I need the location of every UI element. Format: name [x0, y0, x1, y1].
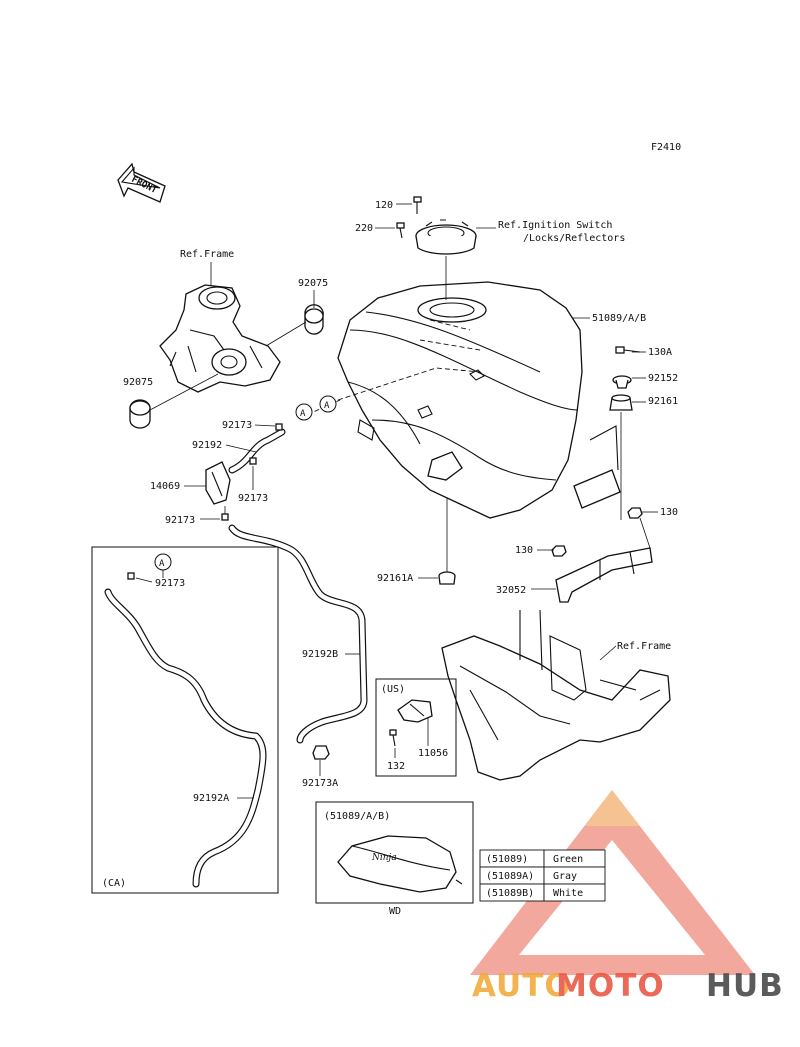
part-label-92161: 92161 — [648, 396, 678, 407]
part-label-92173-c: 92173 — [165, 515, 195, 526]
color-row-color: Gray — [553, 871, 577, 882]
frame-rear — [441, 609, 671, 781]
marker-a1-circle — [295, 403, 313, 421]
marker-a2-circle — [319, 395, 337, 413]
part-label-92192: 92192 — [192, 440, 222, 451]
hose-92192A — [104, 588, 267, 888]
part-label-92192A: 92192A — [193, 793, 229, 804]
color-row-2: (51089B) White — [479, 883, 606, 902]
color-table: (51089) Green (51089A) Gray (51089B) Whi… — [479, 849, 606, 902]
part-label-14069: 14069 — [150, 481, 180, 492]
watermark-hub: HUB — [706, 968, 784, 1004]
damper-92075-left — [129, 399, 151, 429]
hose-92192B — [228, 524, 368, 744]
grommet-92161A — [438, 571, 456, 585]
part-label-92173-ca: 92173 — [155, 578, 185, 589]
part-label-92173-b: 92173 — [238, 493, 268, 504]
us-inset-label: (US) — [381, 684, 405, 695]
marker-a1: A — [300, 409, 306, 419]
fuel-tank — [337, 281, 621, 519]
color-row-color: Green — [553, 854, 583, 865]
grommet-92161 — [609, 394, 633, 411]
part-label-92192B: 92192B — [302, 649, 338, 660]
part-label-92173A: 92173A — [302, 778, 338, 789]
part-label-220: 220 — [355, 223, 373, 234]
clamp-92173-ca — [127, 572, 135, 580]
watermark-auto: AUTO — [472, 968, 572, 1004]
part-label-92173-a: 92173 — [222, 420, 252, 431]
bolt-130-right — [627, 507, 643, 519]
us-inset-box — [375, 678, 457, 777]
ca-inset-label: (CA) — [102, 878, 126, 889]
fuel-cap — [415, 219, 477, 300]
cap-92173A — [312, 745, 330, 760]
color-row-1: (51089A) Gray — [479, 866, 606, 885]
marker-a3: A — [159, 559, 165, 569]
tank-logo: Ninja — [371, 853, 397, 863]
color-row-color: White — [553, 888, 583, 899]
part-label-32052: 32052 — [496, 585, 526, 596]
screw-220 — [396, 222, 405, 239]
screw-120 — [413, 196, 422, 214]
part-label-51089: 51089/A/B — [592, 313, 646, 324]
clamp-92173-a — [275, 423, 283, 431]
ref-frame-bottom: Ref.Frame — [617, 641, 671, 652]
marker-a2: A — [324, 401, 330, 411]
bolt-132 — [389, 729, 397, 747]
ref-frame-top: Ref.Frame — [180, 249, 234, 260]
hose-92192 — [228, 428, 286, 474]
damper-92075-top — [304, 304, 324, 335]
tank-variant: Ninja — [337, 835, 463, 893]
color-row-part: (51089) — [486, 854, 528, 865]
watermark-logo — [470, 790, 755, 975]
part-label-130-right: 130 — [660, 507, 678, 518]
wd-label: WD — [389, 906, 401, 917]
clamp-92173-c — [221, 513, 229, 521]
watermark-triangle-icon — [470, 790, 755, 975]
part-label-92075-top: 92075 — [298, 278, 328, 289]
joint-14069 — [205, 461, 231, 505]
color-row-part: (51089A) — [486, 871, 534, 882]
front-arrow-icon: FRONT — [117, 162, 166, 203]
variant-inset-title: (51089/A/B) — [324, 811, 390, 822]
part-label-11056: 11056 — [418, 748, 448, 759]
part-label-130A: 130A — [648, 347, 672, 358]
ref-ignition-switch-2: /Locks/Reflectors — [523, 233, 625, 244]
collar-92152 — [612, 375, 632, 389]
part-label-92075-left: 92075 — [123, 377, 153, 388]
watermark-moto: MOTO — [556, 968, 665, 1004]
watermark-text: AUTO MOTO HUB — [472, 968, 784, 1004]
part-label-130-mid: 130 — [515, 545, 533, 556]
part-label-120: 120 — [375, 200, 393, 211]
variant-inset-box — [315, 801, 474, 904]
part-label-132: 132 — [387, 761, 405, 772]
bracket-32052 — [555, 547, 653, 603]
bolt-130-mid — [551, 545, 567, 557]
clamp-92173-b — [249, 457, 257, 465]
part-label-92152: 92152 — [648, 373, 678, 384]
color-row-0: (51089) Green — [479, 849, 606, 868]
frame-bracket-left — [159, 284, 281, 393]
ref-ignition-switch: Ref.Ignition Switch — [498, 220, 612, 231]
figure-code: F2410 — [651, 142, 681, 153]
ca-inset-box — [91, 546, 279, 894]
part-label-92161A: 92161A — [377, 573, 413, 584]
reflector-bracket-11056 — [397, 699, 433, 723]
color-row-part: (51089B) — [486, 888, 534, 899]
